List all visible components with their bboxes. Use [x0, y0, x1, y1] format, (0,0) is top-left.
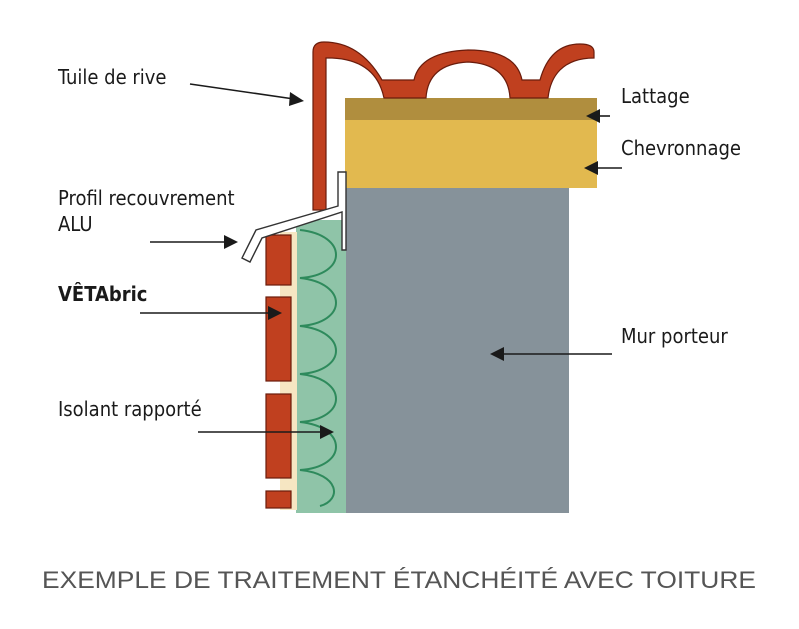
- label-tuile-de-rive: Tuile de rive: [57, 65, 166, 89]
- vetabric-cladding: [265, 234, 292, 509]
- arrow-vetabric: [140, 306, 282, 320]
- isolant-waves: [299, 229, 337, 507]
- arrow-chevronnage: [584, 161, 622, 175]
- arrow-profil: [150, 235, 238, 249]
- vetabric-tile: [265, 490, 292, 509]
- vetabric-tile: [265, 393, 292, 479]
- label-chevronnage: Chevronnage: [621, 136, 741, 160]
- label-profil-line1: Profil recouvrement: [58, 186, 235, 210]
- isolant-layer: [296, 220, 346, 513]
- arrow-isolant: [198, 425, 334, 439]
- label-isolant: Isolant rapporté: [58, 397, 202, 421]
- label-profil-line2: ALU: [58, 212, 93, 236]
- label-mur-porteur: Mur porteur: [621, 324, 728, 348]
- arrow-mur-porteur: [490, 347, 612, 361]
- arrow-lattage: [586, 109, 610, 123]
- vetabric-tile: [265, 234, 292, 286]
- lattage-block: [345, 98, 597, 120]
- chevronnage-block: [345, 120, 597, 188]
- tuile-de-rive: [312, 41, 595, 211]
- profil-alu: [241, 171, 347, 263]
- mur-porteur-block: [345, 188, 569, 513]
- caption: EXEMPLE DE TRAITEMENT ÉTANCHÉITÉ AVEC TO…: [42, 567, 756, 594]
- label-lattage: Lattage: [621, 84, 690, 108]
- label-vetabric: VÊTAbric: [58, 282, 147, 306]
- arrow-tuile: [189, 83, 304, 106]
